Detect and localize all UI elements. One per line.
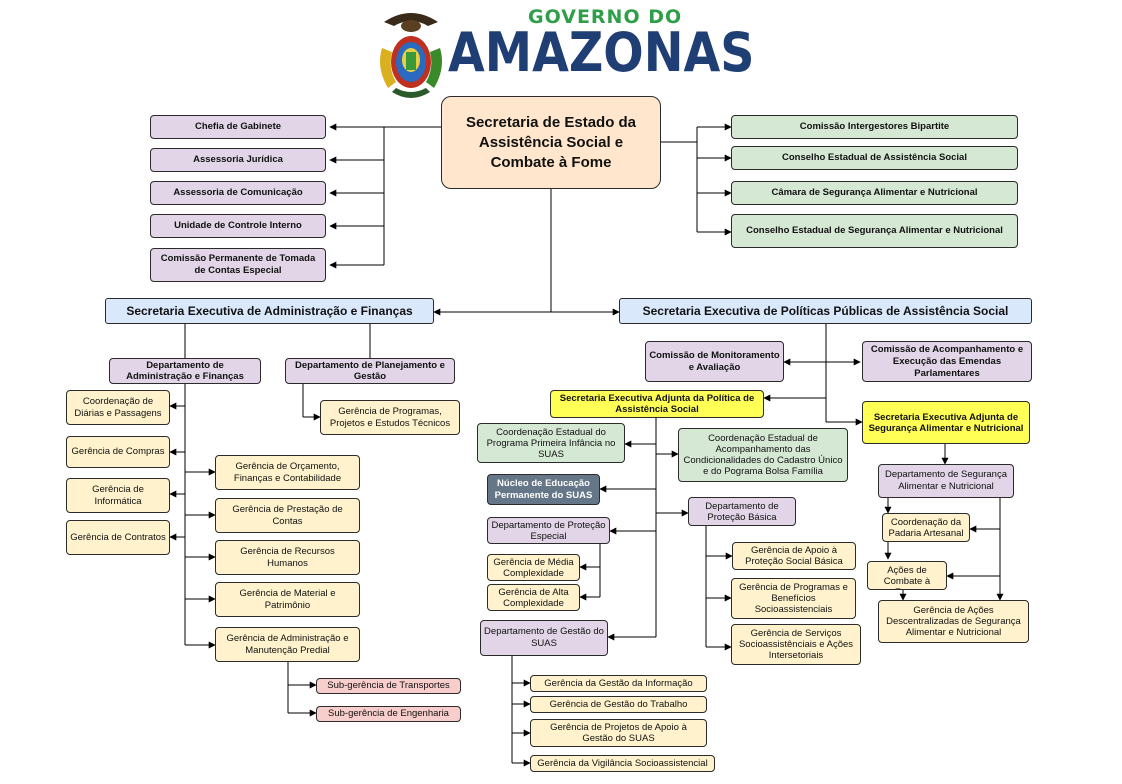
gerencia-prestacao-contas: Gerência de Prestação de Contas: [215, 498, 360, 533]
comissao-emendas: Comissão de Acompanhamento e Execução da…: [862, 341, 1032, 382]
coord-padaria-artesanal: Coordenação da Padaria Artesanal: [882, 513, 970, 542]
gerencia-servicos-intersetoriais: Gerência de Serviços Socioassistênciais …: [731, 624, 861, 665]
gerencia-contratos: Gerência de Contratos: [66, 520, 170, 555]
exec-admin-financas: Secretaria Executiva de Administração e …: [105, 298, 434, 324]
gerencia-compras: Gerência de Compras: [66, 436, 170, 468]
dept-admin-financas: Departamento de Administração e Finanças: [109, 358, 261, 384]
government-logo: GOVERNO DO AMAZONAS: [376, 6, 756, 106]
dept-seguranca-alimentar: Departamento de Segurança Alimentar e Nu…: [878, 464, 1014, 498]
gerencia-programas-projetos: Gerência de Programas, Projetos e Estudo…: [320, 400, 460, 435]
council-seguranca-alimentar: Conselho Estadual de Segurança Alimentar…: [731, 214, 1018, 248]
coord-diarias-passagens: Coordenação de Diárias e Passagens: [66, 390, 170, 425]
council-assistencia-social: Conselho Estadual de Assistência Social: [731, 146, 1018, 170]
council-camara-seguranca: Câmara de Segurança Alimentar e Nutricio…: [731, 181, 1018, 205]
dept-protecao-especial: Departamento de Proteção Especial: [487, 517, 610, 544]
gerencia-manutencao-predial: Gerência de Administração e Manutenção P…: [215, 627, 360, 662]
advisory-tomada-contas: Comissão Permanente de Tomada de Contas …: [150, 248, 326, 282]
gerencia-media-complexidade: Gerência de Média Complexidade: [487, 554, 580, 581]
coord-primeira-infancia: Coordenação Estadual do Programa Primeir…: [477, 423, 625, 463]
gerencia-acoes-descentralizadas: Gerência de Ações Descentralizadas de Se…: [878, 600, 1029, 643]
exec-politicas-publicas: Secretaria Executiva de Políticas Públic…: [619, 298, 1032, 324]
advisory-assessoria-comunicacao: Assessoria de Comunicação: [150, 181, 326, 205]
adjunta-seguranca-alimentar: Secretaria Executiva Adjunta de Seguranç…: [862, 401, 1030, 444]
gerencia-informatica: Gerência de Informática: [66, 478, 170, 513]
dept-planejamento: Departamento de Planejamento e Gestão: [285, 358, 455, 384]
subgerencia-engenharia: Sub-gerência de Engenharia: [316, 706, 461, 722]
gerencia-alta-complexidade: Gerência de Alta Complexidade: [487, 584, 580, 611]
header-top-text: GOVERNO DO: [528, 6, 683, 28]
dept-protecao-basica: Departamento de Proteção Básica: [688, 497, 796, 526]
council-intergestores: Comissão Intergestores Bipartite: [731, 115, 1018, 139]
comissao-monitoramento: Comissão de Monitoramento e Avaliação: [645, 341, 784, 382]
gerencia-projetos-apoio: Gerência de Projetos de Apoio à Gestão d…: [530, 719, 707, 747]
advisory-chefia-gabinete: Chefia de Gabinete: [150, 115, 326, 139]
root-secretaria: Secretaria de Estado da Assistência Soci…: [441, 96, 661, 189]
gerencia-gestao-trabalho: Gerência de Gestão do Trabalho: [530, 696, 707, 713]
advisory-controle-interno: Unidade de Controle Interno: [150, 214, 326, 238]
coord-condicionalidades: Coordenação Estadual de Acompanhamento d…: [678, 428, 848, 482]
dept-gestao-suas: Departamento de Gestão do SUAS: [480, 620, 608, 656]
header-main-text: AMAZONAS: [448, 21, 755, 84]
gerencia-combate-fome: Gerência de Ações de Combate à Fome: [867, 561, 947, 590]
nucleo-educacao-permanente: Núcleo de Educação Permanente do SUAS: [487, 474, 600, 505]
advisory-assessoria-juridica: Assessoria Jurídica: [150, 148, 326, 172]
gerencia-vigilancia: Gerência da Vigilância Socioassistencial: [530, 755, 715, 772]
gerencia-gestao-informacao: Gerência da Gestão da Informação: [530, 675, 707, 692]
gerencia-apoio-protecao-basica: Gerência de Apoio à Proteção Social Bási…: [732, 542, 856, 570]
gerencia-material-patrimonio: Gerência de Material e Patrimônio: [215, 582, 360, 617]
adjunta-assistencia-social: Secretaria Executiva Adjunta da Política…: [550, 390, 764, 418]
amazonas-coat-of-arms-icon: [380, 13, 442, 98]
gerencia-programas-beneficios: Gerência de Programas e Benefícios Socio…: [731, 578, 856, 619]
gerencia-orcamento: Gerência de Orçamento, Finanças e Contab…: [215, 455, 360, 490]
gerencia-recursos-humanos: Gerência de Recursos Humanos: [215, 540, 360, 575]
subgerencia-transportes: Sub-gerência de Transportes: [316, 678, 461, 694]
